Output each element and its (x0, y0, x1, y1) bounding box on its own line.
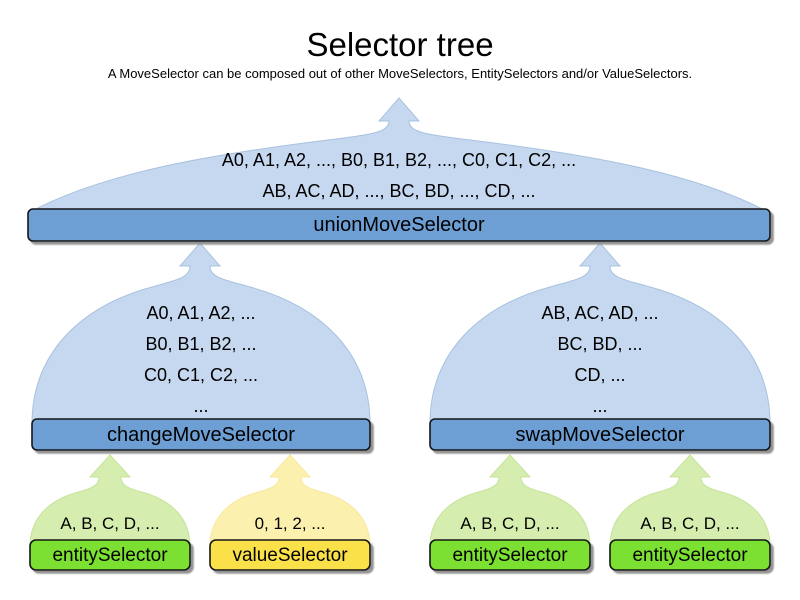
entity-selector-1-bar[interactable] (29, 539, 191, 571)
entity-selector-3-bar[interactable] (609, 539, 771, 571)
union-move-selector-bar[interactable] (27, 208, 771, 242)
value-selector-1-bar[interactable] (209, 539, 371, 571)
entity-selector-2-bar[interactable] (429, 539, 591, 571)
union-move-selector-body (27, 97, 771, 219)
swap-move-selector-body (429, 242, 771, 429)
entity-selector-1-body (29, 454, 191, 551)
change-move-selector-body (31, 242, 371, 429)
page-title: Selector tree (306, 26, 494, 63)
entity-selector-3-body (609, 454, 771, 551)
swap-move-selector-bar[interactable] (429, 418, 771, 451)
change-move-selector-bar[interactable] (31, 418, 371, 451)
value-selector-1-body (209, 454, 371, 551)
entity-selector-2-body (429, 454, 591, 551)
page-subtitle: A MoveSelector can be composed out of ot… (107, 66, 693, 81)
